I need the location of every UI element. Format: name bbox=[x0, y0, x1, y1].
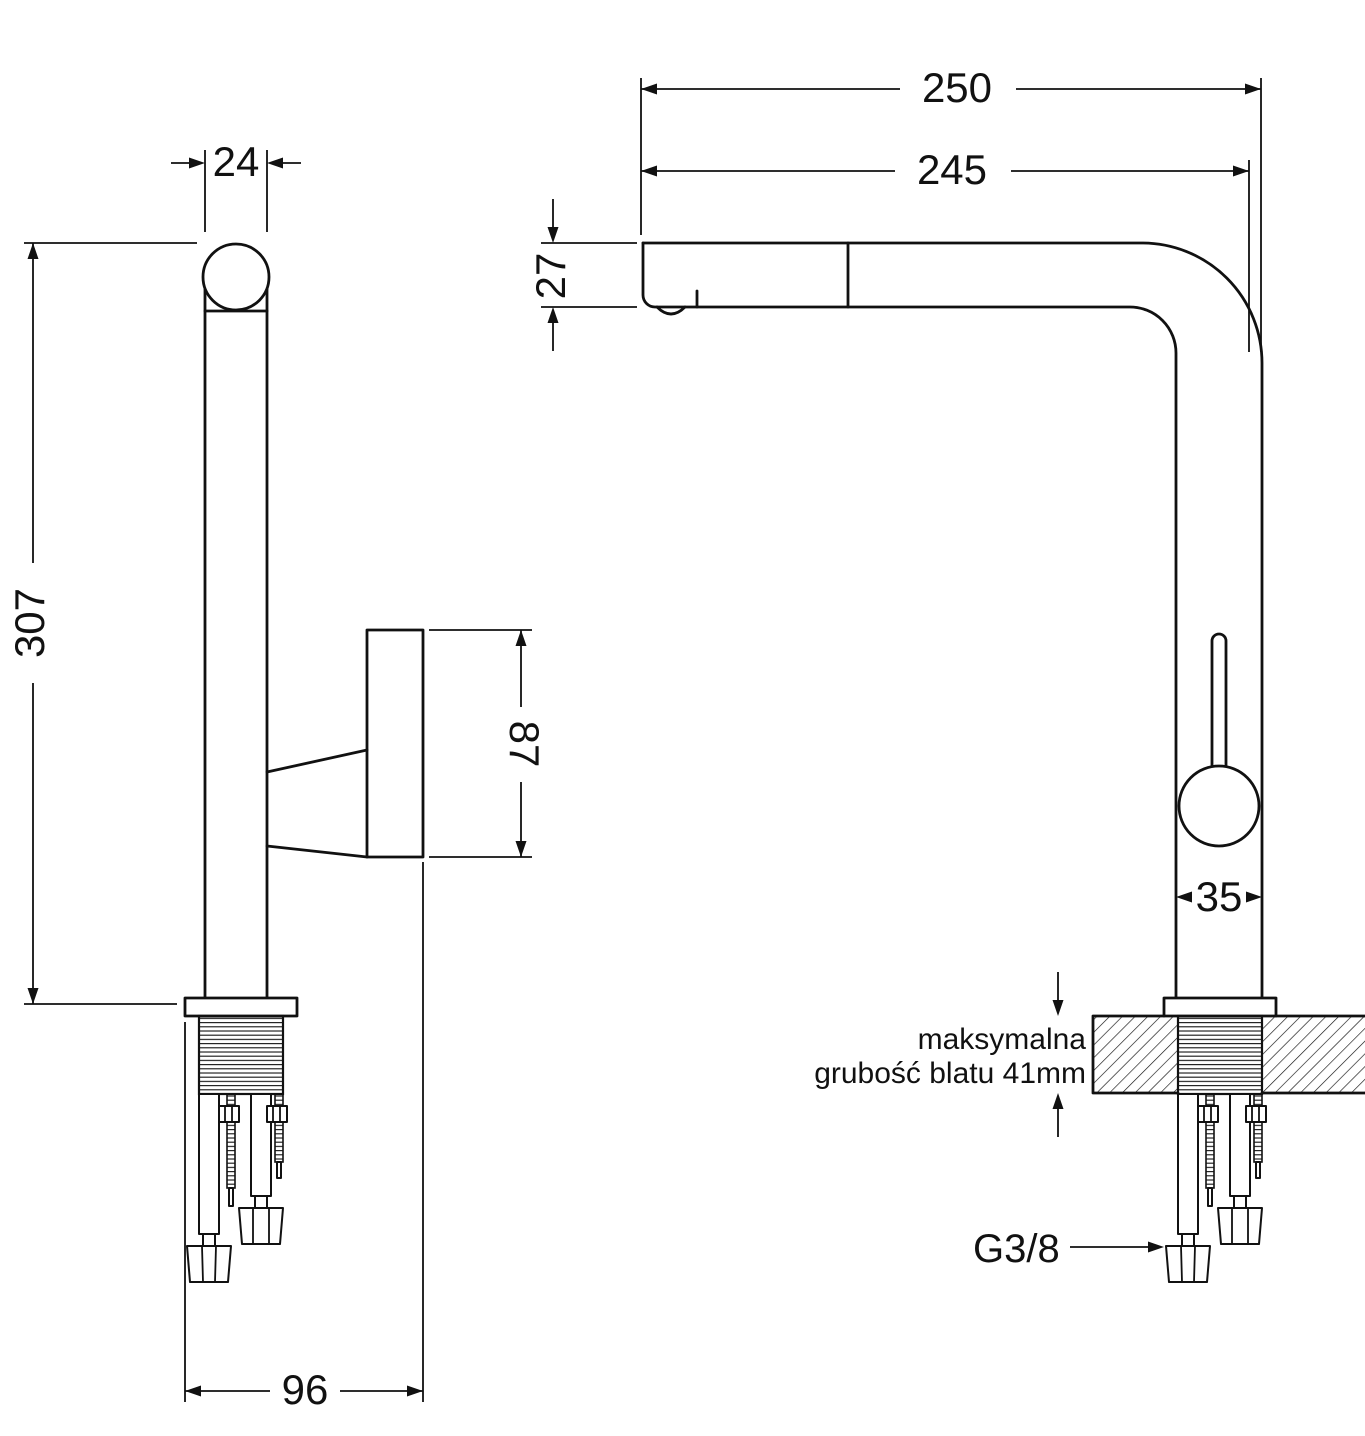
front-view bbox=[641, 241, 1278, 1283]
dimension-87: 87 bbox=[429, 629, 548, 858]
dimension-245: 245 bbox=[641, 146, 1250, 352]
side-handle-block bbox=[365, 628, 425, 859]
thread-size-label: G3/8 bbox=[973, 1227, 1060, 1271]
dim-96-label: 96 bbox=[282, 1366, 329, 1413]
dim-245-label: 245 bbox=[917, 146, 987, 193]
thread-callout: G3/8 bbox=[973, 1227, 1164, 1271]
side-base-plate bbox=[183, 996, 299, 1018]
front-lever-stick bbox=[1210, 632, 1228, 806]
dim-307-label: 307 bbox=[6, 588, 53, 658]
countertop-note-line1: maksymalna bbox=[918, 1023, 1087, 1056]
dimension-27: 27 bbox=[527, 199, 637, 351]
side-riser-pipe bbox=[203, 244, 269, 1000]
front-outer-profile bbox=[641, 241, 1264, 1000]
front-inner-profile bbox=[641, 241, 1178, 1000]
side-view bbox=[183, 242, 425, 1283]
dimension-24: 24 bbox=[171, 138, 301, 232]
front-lever-joint bbox=[1177, 764, 1261, 848]
dim-27-label: 27 bbox=[527, 253, 574, 300]
countertop-note-line2: grubość blatu 41mm bbox=[814, 1057, 1086, 1090]
dimension-250: 250 bbox=[640, 64, 1262, 352]
front-base-plate bbox=[1162, 996, 1278, 1018]
side-spout-outlet bbox=[201, 242, 271, 312]
dim-35-label: 35 bbox=[1196, 873, 1243, 920]
side-mounting-hardware bbox=[186, 1093, 288, 1283]
dim-87-label: 87 bbox=[501, 721, 548, 768]
dim-250-label: 250 bbox=[922, 64, 992, 111]
dimension-307: 307 bbox=[6, 242, 197, 1005]
countertop-section: maksymalna grubość blatu 41mm bbox=[814, 972, 1365, 1137]
front-threaded-shank bbox=[1176, 1014, 1264, 1096]
countertop-hatch-right bbox=[1262, 1016, 1365, 1093]
countertop-edges bbox=[1091, 1014, 1365, 1095]
side-threaded-shank bbox=[197, 1014, 285, 1096]
front-aerator bbox=[655, 305, 687, 316]
dimension-35: 35 bbox=[1175, 862, 1263, 920]
side-handle-cone bbox=[265, 748, 369, 859]
front-mounting-hardware bbox=[1165, 1093, 1267, 1283]
dimension-96: 96 bbox=[184, 862, 424, 1413]
dim-24-label: 24 bbox=[213, 138, 260, 185]
countertop-hatch-left bbox=[1093, 1016, 1178, 1093]
